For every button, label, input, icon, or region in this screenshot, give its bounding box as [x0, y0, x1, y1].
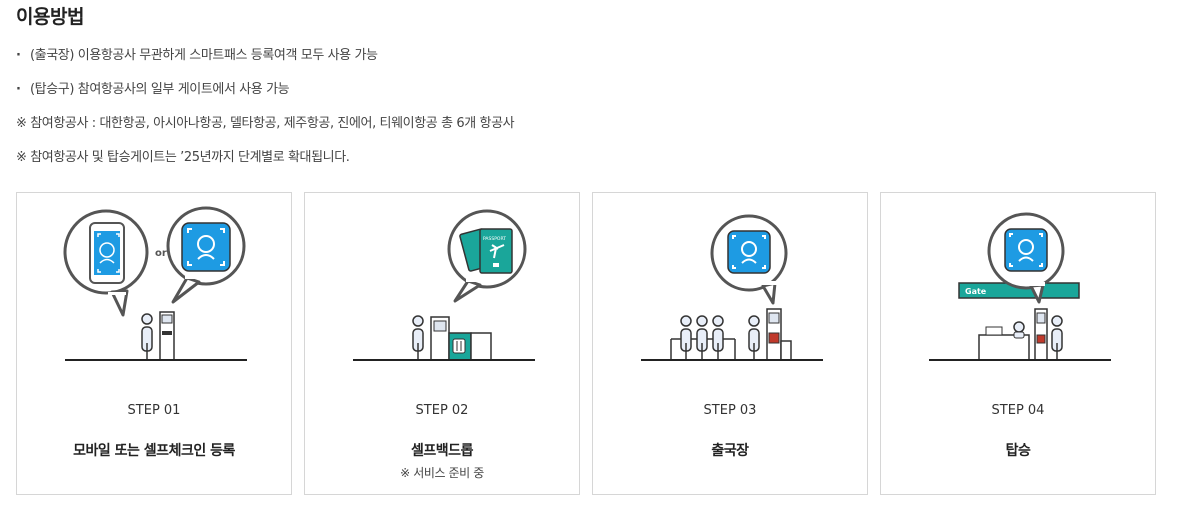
note-departure: (출국장) 이용항공사 무관하게 스마트패스 등록여객 모두 사용 가능 — [16, 43, 514, 77]
note-participating-airlines: ※ 참여항공사 : 대한항공, 아시아나항공, 델타항공, 제주항공, 진에어,… — [16, 116, 515, 131]
step-card-2: PASSPORT STEP 02 셀프백드롭 ※ 서비스 준비 중 — [304, 192, 580, 495]
step-title: 모바일 또는 셀프체크인 등록 — [73, 443, 235, 459]
passport-label: PASSPORT — [483, 236, 506, 242]
boarding-gate-illustration: Gate — [929, 212, 1111, 361]
section-title: 이용방법 — [16, 6, 84, 28]
step-card-4: Gate STEP 04 탑승 — [880, 192, 1156, 495]
step-title: 셀프백드롭 — [411, 443, 473, 459]
usage-notes: (출국장) 이용항공사 무관하게 스마트패스 등록여객 모두 사용 가능 (탑승… — [16, 43, 515, 179]
face-scan-register-illustration: or — [63, 206, 247, 361]
step-number: STEP 04 — [991, 403, 1045, 418]
departure-gate-illustration — [641, 214, 823, 361]
note-boarding-gate: (탑승구) 참여항공사의 일부 게이트에서 사용 가능 — [16, 77, 514, 111]
step-number: STEP 02 — [415, 403, 469, 418]
step-number: STEP 03 — [703, 403, 757, 418]
step-card-1: or STEP 01 모바일 또는 셀프체크인 등록 — [16, 192, 292, 495]
step-number: STEP 01 — [127, 403, 181, 418]
gate-label: Gate — [965, 287, 987, 296]
self-bag-drop-illustration: PASSPORT — [353, 209, 535, 361]
step-card-3: STEP 03 출국장 — [592, 192, 868, 495]
note-expansion: ※ 참여항공사 및 탑승게이트는 ’25년까지 단계별로 확대됩니다. — [16, 150, 350, 165]
step-title: 탑승 — [1005, 443, 1031, 459]
service-preparing-note: ※ 서비스 준비 중 — [400, 466, 484, 480]
or-label: or — [155, 248, 167, 259]
step-title: 출국장 — [711, 443, 749, 459]
